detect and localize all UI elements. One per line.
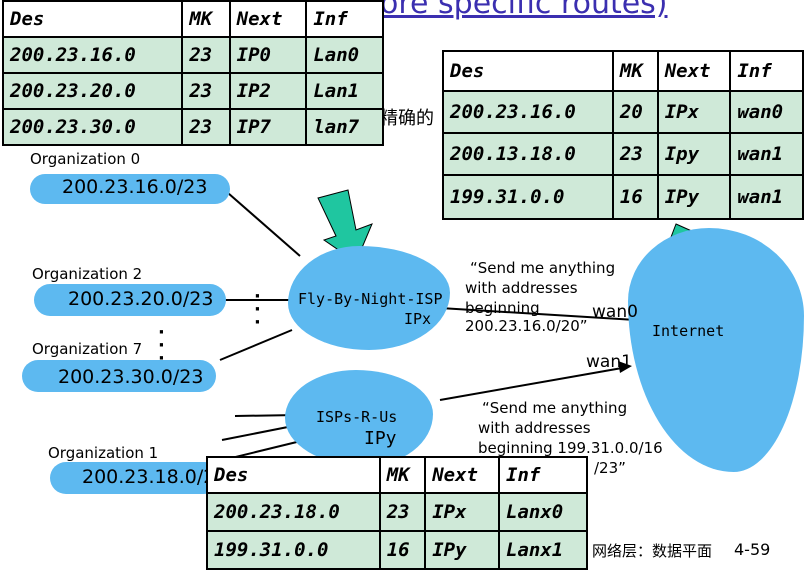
org7-prefix: 200.23.30.0/23 — [58, 366, 204, 388]
org1-label: Organization 1 — [48, 444, 159, 462]
ellipsis-dots-a: · · · — [254, 286, 261, 333]
org7-label: Organization 7 — [32, 340, 143, 358]
col-header-next: Next — [656, 50, 732, 92]
announce-rus-l4: /23” — [594, 459, 626, 477]
cell-mk: 20 — [611, 90, 659, 134]
internet-label: Internet — [652, 322, 725, 340]
announce-fly-l1: “Send me anything — [470, 259, 616, 277]
cell-mk: 23 — [181, 108, 231, 146]
cell-next: IPx — [424, 492, 501, 532]
page-number: 4-59 — [734, 540, 771, 559]
cell-des: 200.23.16.0 — [442, 90, 614, 134]
cn-fragment: 精确的 — [380, 108, 434, 129]
col-header-des: Des — [1, 0, 184, 38]
cell-inf: Lan1 — [305, 72, 384, 110]
col-header-des: Des — [442, 50, 614, 92]
col-header-mk: MK — [181, 0, 231, 38]
wan1-label: wan1 — [586, 352, 632, 372]
col-header-inf: Inf — [498, 456, 588, 494]
cell-mk: 23 — [378, 492, 427, 532]
table-row: 199.31.0.0 16 IPy Lanx1 — [206, 530, 588, 570]
cell-inf: Lanx0 — [498, 492, 588, 532]
table-row: 200.23.30.0 23 IP7 lan7 — [1, 108, 384, 146]
col-header-des: Des — [206, 456, 381, 494]
org1-cloud — [50, 462, 220, 494]
cell-inf: wan1 — [729, 174, 804, 220]
flybynight-cloud — [288, 246, 450, 350]
cell-inf: wan0 — [729, 90, 804, 134]
cell-next: IPy — [656, 174, 732, 220]
cell-des: 199.31.0.0 — [442, 174, 614, 220]
org1-prefix: 200.23.18.0/2 — [82, 466, 216, 488]
table-row: 199.31.0.0 16 IPy wan1 — [442, 174, 804, 220]
routing-table-flybynight: Des MK Next Inf 200.23.16.0 23 IP0 Lan0 … — [1, 0, 384, 146]
cell-des: 200.23.20.0 — [1, 72, 184, 110]
cell-next: IP0 — [228, 36, 308, 74]
cell-next: IPx — [656, 90, 732, 134]
cell-next: Ipy — [656, 132, 732, 176]
cell-inf: lan7 — [305, 108, 384, 146]
link-rus-b — [221, 424, 299, 441]
table-row: 200.23.16.0 20 IPx wan0 — [442, 90, 804, 134]
announce-rus-l1: “Send me anything — [482, 399, 628, 417]
cell-mk: 23 — [611, 132, 659, 176]
cell-des: 200.23.16.0 — [1, 36, 184, 74]
announce-fly-l2: with addresses — [465, 279, 578, 297]
isprus-ip: IPy — [364, 428, 397, 449]
table-row: 200.23.20.0 23 IP2 Lan1 — [1, 72, 384, 110]
arrowhead-wan1 — [618, 361, 632, 373]
cell-mk: 16 — [378, 530, 427, 570]
col-header-inf: Inf — [729, 50, 804, 92]
cell-next: IP2 — [228, 72, 308, 110]
col-header-next: Next — [228, 0, 308, 38]
routing-table-internet: Des MK Next Inf 200.23.16.0 20 IPx wan0 … — [442, 50, 804, 220]
cell-mk: 23 — [181, 36, 231, 74]
cell-mk: 16 — [611, 174, 659, 220]
cell-next: IPy — [424, 530, 501, 570]
col-header-mk: MK — [378, 456, 427, 494]
link-org0 — [227, 192, 301, 257]
footer-text: 网络层：数据平面 — [592, 542, 713, 560]
table-row: 200.23.18.0 23 IPx Lanx0 — [206, 492, 588, 532]
cell-inf: Lanx1 — [498, 530, 588, 570]
cell-inf: wan1 — [729, 132, 804, 176]
cell-des: 200.13.18.0 — [442, 132, 614, 176]
cell-des: 199.31.0.0 — [206, 530, 381, 570]
routing-table-isprus: Des MK Next Inf 200.23.18.0 23 IPx Lanx0… — [206, 456, 588, 570]
cell-des: 200.23.18.0 — [206, 492, 381, 532]
cell-mk: 23 — [181, 72, 231, 110]
org0-prefix: 200.23.16.0/23 — [62, 176, 208, 198]
col-header-inf: Inf — [305, 0, 384, 38]
isprus-cloud — [285, 370, 433, 466]
announce-fly-l3: beginning — [465, 299, 540, 317]
announce-flybynight-arrow — [439, 307, 637, 321]
org2-cloud — [34, 284, 226, 316]
link-org7 — [219, 329, 293, 361]
green-arrow-flybynight — [317, 189, 373, 263]
announce-isprus-arrow — [439, 367, 623, 401]
col-header-next: Next — [424, 456, 501, 494]
org2-label: Organization 2 — [32, 265, 143, 283]
org0-label: Organization 0 — [30, 150, 141, 168]
cell-des: 200.23.30.0 — [1, 108, 184, 146]
isprus-name: ISPs-R-Us — [316, 408, 398, 426]
announce-rus-l3: beginning 199.31.0.0/16 — [478, 439, 663, 457]
org7-cloud — [22, 360, 216, 392]
cell-inf: Lan0 — [305, 36, 384, 74]
announce-rus-l2: with addresses — [478, 419, 591, 437]
org0-cloud — [30, 174, 230, 204]
org2-prefix: 200.23.20.0/23 — [68, 288, 214, 310]
cell-next: IP7 — [228, 108, 308, 146]
table-row: 200.23.16.0 23 IP0 Lan0 — [1, 36, 384, 74]
flybynight-name: Fly-By-Night-ISP — [298, 290, 443, 308]
wan0-label: wan0 — [592, 302, 638, 322]
ellipsis-dots-b: · · · — [158, 322, 165, 369]
col-header-mk: MK — [611, 50, 659, 92]
slide-title: ore specific routes) — [380, 0, 668, 21]
flybynight-ip: IPx — [404, 310, 432, 328]
announce-fly-l4: 200.23.16.0/20” — [465, 317, 588, 335]
table-row: 200.13.18.0 23 Ipy wan1 — [442, 132, 804, 176]
